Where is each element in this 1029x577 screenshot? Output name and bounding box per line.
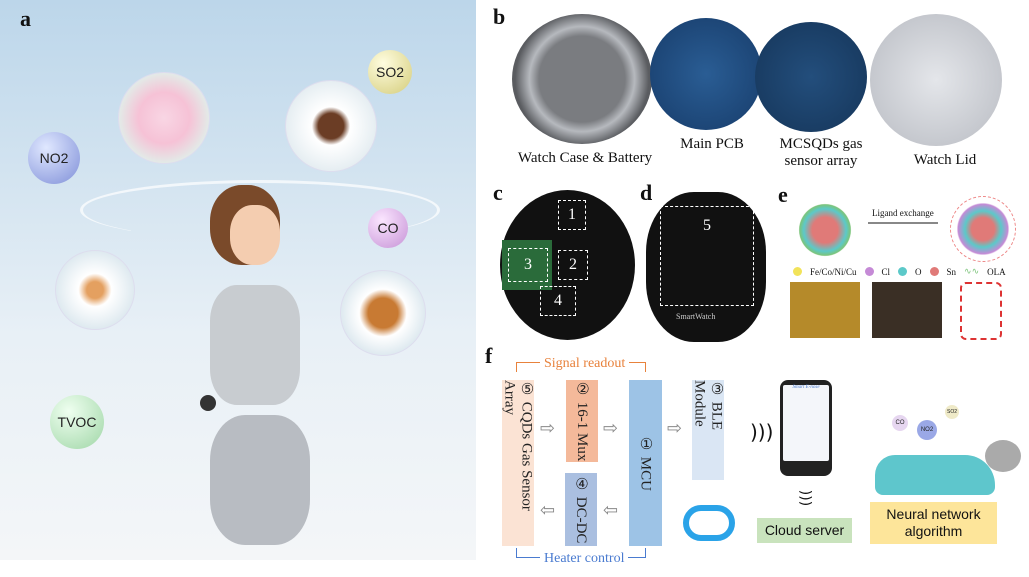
- block-mux: ② 16-1 Mux: [566, 380, 598, 462]
- marker-2: 2: [558, 250, 588, 280]
- legend-o: O: [915, 266, 922, 277]
- arrow-right-1: ⇨: [540, 418, 556, 439]
- legend-sn: Sn: [946, 266, 957, 277]
- so2-bubble: SO2: [368, 50, 412, 94]
- legend-fe: Fe/Co/Ni/Cu: [810, 266, 857, 277]
- wind-swirl: [80, 180, 440, 240]
- sensor-chip-photo: [790, 282, 860, 338]
- coffee-bubble: [285, 80, 377, 172]
- arrow-right-2: ⇨: [603, 418, 619, 439]
- pcb-photo: 1 2 3 4: [500, 190, 635, 340]
- so2-label: SO2: [375, 64, 404, 80]
- phone-signal-icon: ))): [797, 489, 814, 507]
- bread-bubble: [340, 270, 426, 356]
- panel-label-a: a: [20, 6, 31, 31]
- cloud-server-box: Cloud server: [757, 518, 852, 543]
- exchange-arrow: [868, 222, 938, 224]
- runner-figure: [140, 185, 400, 555]
- flower-bubble: [118, 72, 210, 164]
- phone-app: Smart E-nose: [780, 380, 832, 476]
- co-label: CO: [377, 220, 399, 236]
- marker-3: 3: [508, 248, 548, 282]
- block-sensor-array: ⑤ CQDs Gas Sensor Array: [502, 380, 535, 546]
- panel-label-b: b: [493, 4, 506, 29]
- car-gas-co: CO: [892, 415, 908, 431]
- exchanged-particle: [950, 196, 1016, 262]
- block-dcdc: ④ DC-DC: [565, 473, 597, 546]
- marker-5: 5: [660, 206, 754, 306]
- panel-label-c: c: [493, 180, 503, 205]
- legend-cl: Cl: [881, 266, 891, 277]
- marker-4: 4: [540, 286, 576, 316]
- arrow-right-3: ⇨: [667, 418, 683, 439]
- car-gas-no2: NO2: [917, 420, 937, 440]
- arrow-left-2: ⇦: [603, 500, 619, 521]
- runner-illustration: NO2 SO2 CO TVOC: [0, 0, 476, 560]
- no2-label: NO2: [39, 150, 69, 166]
- block-mcu: ① MCU: [629, 380, 662, 546]
- neural-network-box: Neural network algorithm: [870, 502, 997, 544]
- cloud-icon: [683, 505, 735, 541]
- tvoc-label: TVOC: [57, 414, 97, 430]
- phone-title: Smart E-nose: [783, 385, 829, 461]
- label-main-pcb: Main PCB: [680, 136, 744, 152]
- car-image: [875, 455, 995, 495]
- sensor-array-image: [755, 22, 867, 132]
- tvoc-bubble: TVOC: [50, 395, 104, 449]
- block-ble: ③ BLE Module: [692, 380, 725, 480]
- label-watch-lid: Watch Lid: [913, 152, 977, 168]
- panel-label-e: e: [778, 182, 788, 207]
- marker-1: 1: [558, 200, 586, 230]
- watch-case-image: [512, 14, 652, 144]
- car-gas-so2: SO2: [945, 405, 959, 419]
- olа-capped-particle: [795, 200, 855, 260]
- heater-detail: [960, 282, 1002, 340]
- main-pcb-image: [650, 18, 762, 130]
- panel-label-d: d: [640, 180, 653, 205]
- label-sensor-array: MCSQDs gas sensor array: [779, 136, 863, 169]
- heater-control-label: Heater control: [540, 551, 629, 567]
- watch-lid-image: [870, 14, 1002, 146]
- arrow-left-1: ⇦: [540, 500, 556, 521]
- exhaust-smoke: [985, 440, 1021, 472]
- no2-bubble: NO2: [28, 132, 80, 184]
- ligand-exchange-label: Ligand exchange: [872, 208, 934, 218]
- wireless-icon: ))): [750, 420, 774, 444]
- panel-label-f: f: [485, 343, 493, 368]
- cigarette-bubble: [55, 250, 135, 330]
- electrode-photo: [872, 282, 942, 338]
- board-text: SmartWatch: [676, 312, 716, 321]
- sensor-array-photo: 5 SmartWatch: [646, 192, 766, 342]
- element-legend: Fe/Co/Ni/Cu Cl O Sn ∿∿OLA: [793, 266, 1006, 277]
- co-bubble: CO: [368, 208, 408, 248]
- legend-ola: OLA: [987, 266, 1006, 277]
- signal-readout-label: Signal readout: [540, 356, 630, 372]
- label-watch-case: Watch Case & Battery: [517, 150, 653, 166]
